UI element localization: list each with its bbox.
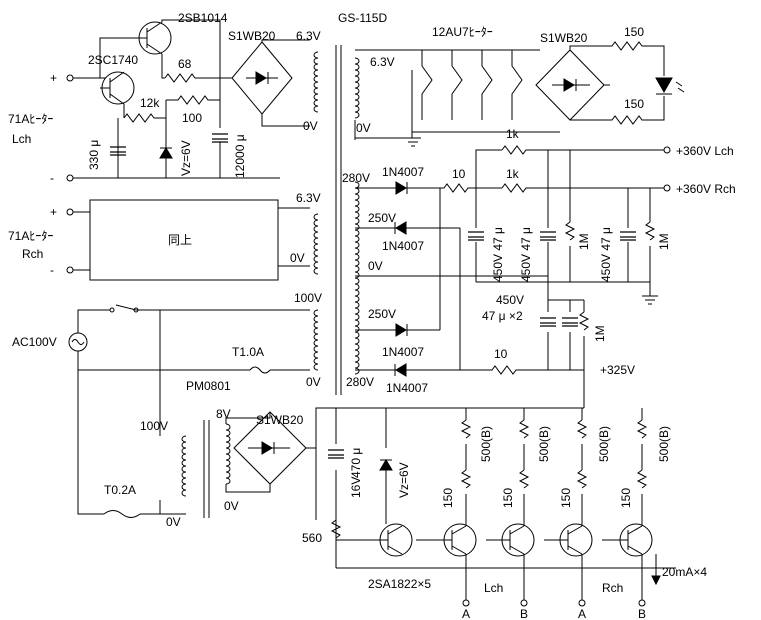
fuse2-label: T0.2A bbox=[104, 483, 136, 497]
heater-rch-label: 71Aﾋｰﾀｰ bbox=[8, 229, 53, 243]
r1mb-label: 1M bbox=[657, 233, 671, 250]
out-b1-label: B bbox=[520, 607, 528, 620]
c450a-label: 450V 47 μ bbox=[491, 227, 505, 282]
r1ka-label: 1k bbox=[506, 127, 520, 141]
c450x2b-label: 47 μ ×2 bbox=[482, 309, 523, 323]
r1kb-label: 1k bbox=[506, 167, 520, 181]
r150-1-label: 150 bbox=[441, 488, 455, 508]
r560-label: 560 bbox=[302, 531, 322, 545]
q-2sb1014-label: 2SB1014 bbox=[178, 11, 228, 25]
v0-mid-label: 0V bbox=[290, 251, 305, 265]
vr4-label: 500(B) bbox=[657, 426, 671, 462]
d1-label: 1N4007 bbox=[382, 165, 424, 179]
heater-regulator-lch: + - 71Aﾋｰﾀｰ Lch 2SC1740 2SB1014 68 12k 1… bbox=[8, 11, 321, 185]
rch-label: Rch bbox=[602, 581, 623, 595]
c450c-label: 450V 47 μ bbox=[599, 227, 613, 282]
ac-input: AC100V T1.0A PM0801 bbox=[12, 304, 310, 393]
out-a2-label: A bbox=[578, 607, 586, 620]
vr3-label: 500(B) bbox=[597, 426, 611, 462]
transformer-pm0801: 100V T0.2A 0V 8V 0V bbox=[77, 310, 239, 529]
transformer-gs115d: GS-115D 100V 0V 6.3V 0V 12AU7ﾋｰﾀｰ S1WB20… bbox=[294, 11, 685, 395]
heater-lch-label: 71Aﾋｰﾀｰ bbox=[8, 112, 53, 126]
r68-label: 68 bbox=[178, 57, 192, 71]
v100p-label: 100V bbox=[140, 419, 168, 433]
plus-terminal-label-2: + bbox=[50, 205, 57, 219]
sec63-label: 6.3V bbox=[370, 55, 395, 69]
r150-2-label: 150 bbox=[501, 488, 515, 508]
v0-top-label: 0V bbox=[303, 119, 318, 133]
c470-label: 470 μ bbox=[349, 448, 363, 478]
vr1-label: 500(B) bbox=[479, 426, 493, 462]
r150-4-label: 150 bbox=[619, 488, 633, 508]
minus-terminal-label-2: - bbox=[50, 263, 54, 277]
r1mc-label: 1M bbox=[593, 325, 607, 342]
out-r-label: +360V Rch bbox=[676, 182, 736, 196]
current-label: 20mA×4 bbox=[662, 565, 707, 579]
d4-label: 1N4007 bbox=[386, 381, 428, 395]
d2-label: 1N4007 bbox=[382, 239, 424, 253]
c16v-label: 16V bbox=[349, 477, 363, 498]
r150b-label: 150 bbox=[624, 97, 644, 111]
pm0801-label: PM0801 bbox=[186, 379, 231, 393]
same-as-above-label: 同上 bbox=[168, 233, 192, 247]
r150-3-label: 150 bbox=[559, 488, 573, 508]
transformer-label: GS-115D bbox=[338, 11, 387, 25]
v8-label: 8V bbox=[216, 407, 231, 421]
v0-prim-label: 0V bbox=[306, 375, 321, 389]
v63-mid-label: 6.3V bbox=[296, 191, 321, 205]
r100-label: 100 bbox=[182, 111, 202, 125]
bridge2-label: S1WB20 bbox=[540, 31, 588, 45]
hv-rectifier: 1N4007 1N4007 1N4007 1N4007 10 10 1k 1k … bbox=[355, 127, 736, 408]
t0v-label: 0V bbox=[368, 259, 383, 273]
r1ma-label: 1M bbox=[577, 233, 591, 250]
sec0-label: 0V bbox=[356, 121, 371, 135]
bridge3-label: S1WB20 bbox=[256, 413, 304, 427]
vr2-label: 500(B) bbox=[537, 426, 551, 462]
c450x2a-label: 450V bbox=[496, 293, 524, 307]
t250a-label: 250V bbox=[368, 211, 396, 225]
v325-label: +325V bbox=[600, 363, 635, 377]
vz6v-bot-label: Vz=6V bbox=[397, 462, 411, 498]
heater-regulator-rch: + - 71Aﾋｰﾀｰ Rch 同上 6.3V 0V bbox=[8, 191, 321, 281]
minus-terminal-label: - bbox=[50, 171, 54, 185]
heater-rch-label-2: Rch bbox=[22, 247, 43, 261]
bridge1-label: S1WB20 bbox=[228, 29, 276, 43]
v63-top-label: 6.3V bbox=[296, 29, 321, 43]
c12000-label: 12000 μ bbox=[233, 134, 247, 178]
out-a1-label: A bbox=[462, 607, 470, 620]
fuse1-label: T1.0A bbox=[232, 345, 264, 359]
vz6v-top-label: Vz=6V bbox=[179, 140, 193, 176]
r12k-label: 12k bbox=[140, 96, 160, 110]
t250b-label: 250V bbox=[368, 307, 396, 321]
r150a-label: 150 bbox=[624, 25, 644, 39]
heater12-label: 12AU7ﾋｰﾀｰ bbox=[432, 25, 493, 39]
heater-lch-label-2: Lch bbox=[12, 132, 31, 146]
d3-label: 1N4007 bbox=[382, 345, 424, 359]
t280a-label: 280V bbox=[342, 171, 370, 185]
c330-label: 330 μ bbox=[87, 140, 101, 170]
out-b2-label: B bbox=[638, 607, 646, 620]
r10b-label: 10 bbox=[494, 347, 508, 361]
ac100-label: AC100V bbox=[12, 335, 57, 349]
plus-terminal-label: + bbox=[50, 71, 57, 85]
t280b-label: 280V bbox=[346, 375, 374, 389]
q-2sc1740-label: 2SC1740 bbox=[88, 53, 138, 67]
v100-label: 100V bbox=[294, 291, 322, 305]
q-2sa1822-label: 2SA1822×5 bbox=[368, 577, 431, 591]
r10a-label: 10 bbox=[452, 167, 466, 181]
v0d-label: 0V bbox=[166, 515, 181, 529]
v0e-label: 0V bbox=[224, 499, 239, 513]
out-l-label: +360V Lch bbox=[676, 144, 734, 158]
bias-supply: S1WB20 470 μ 16V Vz=6V 560 500(B) 500(B)… bbox=[225, 407, 707, 620]
c450b-label: 450V 47 μ bbox=[519, 227, 533, 282]
lch-label: Lch bbox=[484, 581, 503, 595]
